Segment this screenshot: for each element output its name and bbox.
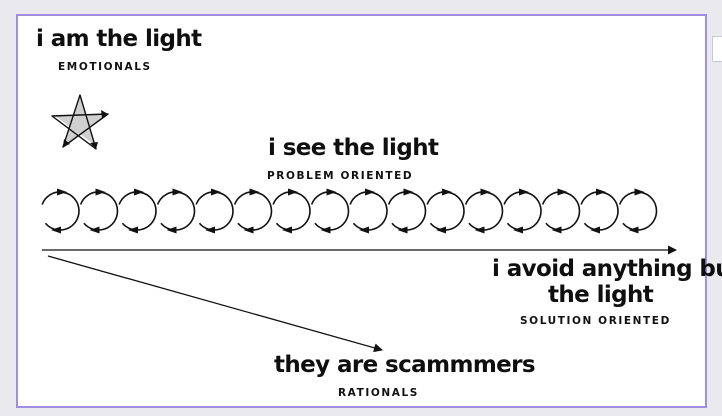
loop-arrow-top	[596, 188, 606, 196]
loop-arrow-top	[211, 188, 221, 196]
loop-arrow-bottom	[51, 226, 61, 234]
spiral-loop-icon	[580, 191, 619, 231]
loop-arrow-bottom	[474, 226, 485, 234]
loop-arrow-top	[57, 188, 67, 196]
spiral-loop-icon	[310, 191, 350, 231]
loop-arrow-bottom	[590, 226, 600, 234]
spiral-loop-icon	[79, 191, 119, 231]
loop-arrow-top	[519, 188, 529, 196]
loop-arrow-top	[288, 188, 298, 196]
diagram-canvas	[16, 14, 707, 408]
loop-arrow-top	[634, 188, 645, 196]
emotionals-subtitle: EMOTIONALS	[58, 61, 152, 73]
loop-arrow-top	[326, 188, 337, 196]
loop-arrow-top	[442, 188, 452, 196]
spiral-loop-chain	[41, 188, 658, 234]
loop-arrow-top	[172, 188, 183, 196]
loop-arrow-bottom	[166, 226, 177, 234]
loop-arrow-top	[134, 188, 144, 196]
side-panel-tab[interactable]	[712, 36, 722, 62]
spiral-loop-icon	[426, 191, 465, 231]
loop-arrow-bottom	[282, 226, 292, 234]
loop-arrow-top	[557, 188, 568, 196]
loop-arrow-bottom	[551, 226, 562, 234]
star-icon	[51, 94, 109, 150]
spiral-loop-icon	[541, 191, 581, 231]
spiral-loop-icon	[503, 191, 542, 231]
loop-arrow-top	[249, 188, 260, 196]
loop-arrow-bottom	[205, 226, 215, 234]
loop-arrow-bottom	[243, 226, 254, 234]
loop-arrow-top	[480, 188, 491, 196]
spiral-loop-icon	[618, 191, 658, 231]
rationals-heading: they are scammmers	[274, 352, 536, 378]
loop-arrow-bottom	[359, 226, 369, 234]
loop-arrow-top	[365, 188, 375, 196]
spiral-loop-icon	[233, 191, 273, 231]
spiral-loop-icon	[41, 191, 80, 231]
problem-oriented-heading: i see the light	[268, 135, 439, 161]
spiral-loop-icon	[349, 191, 388, 231]
loop-arrow-bottom	[628, 226, 639, 234]
loop-arrow-bottom	[89, 226, 100, 234]
loop-arrow-top	[95, 188, 106, 196]
solution-oriented-heading-line1: i avoid anything but	[492, 256, 722, 282]
rational-diagonal-arrow	[47, 255, 383, 353]
loop-arrow-bottom	[397, 226, 408, 234]
loop-arrow-top	[403, 188, 414, 196]
spiral-loop-icon	[118, 191, 157, 231]
loop-arrow-bottom	[513, 226, 523, 234]
spiral-loop-icon	[156, 191, 196, 231]
rationals-subtitle: RATIONALS	[338, 387, 419, 399]
spiral-loop-icon	[464, 191, 504, 231]
problem-oriented-subtitle: PROBLEM ORIENTED	[267, 170, 414, 182]
loop-arrow-bottom	[320, 226, 331, 234]
spiral-loop-icon	[272, 191, 311, 231]
solution-oriented-heading-line2: the light	[548, 282, 654, 308]
spiral-loop-icon	[387, 191, 427, 231]
loop-arrow-bottom	[128, 226, 138, 234]
solution-oriented-subtitle: SOLUTION ORIENTED	[520, 315, 671, 327]
emotionals-heading: i am the light	[36, 26, 202, 52]
spiral-loop-icon	[195, 191, 234, 231]
loop-arrow-bottom	[436, 226, 446, 234]
